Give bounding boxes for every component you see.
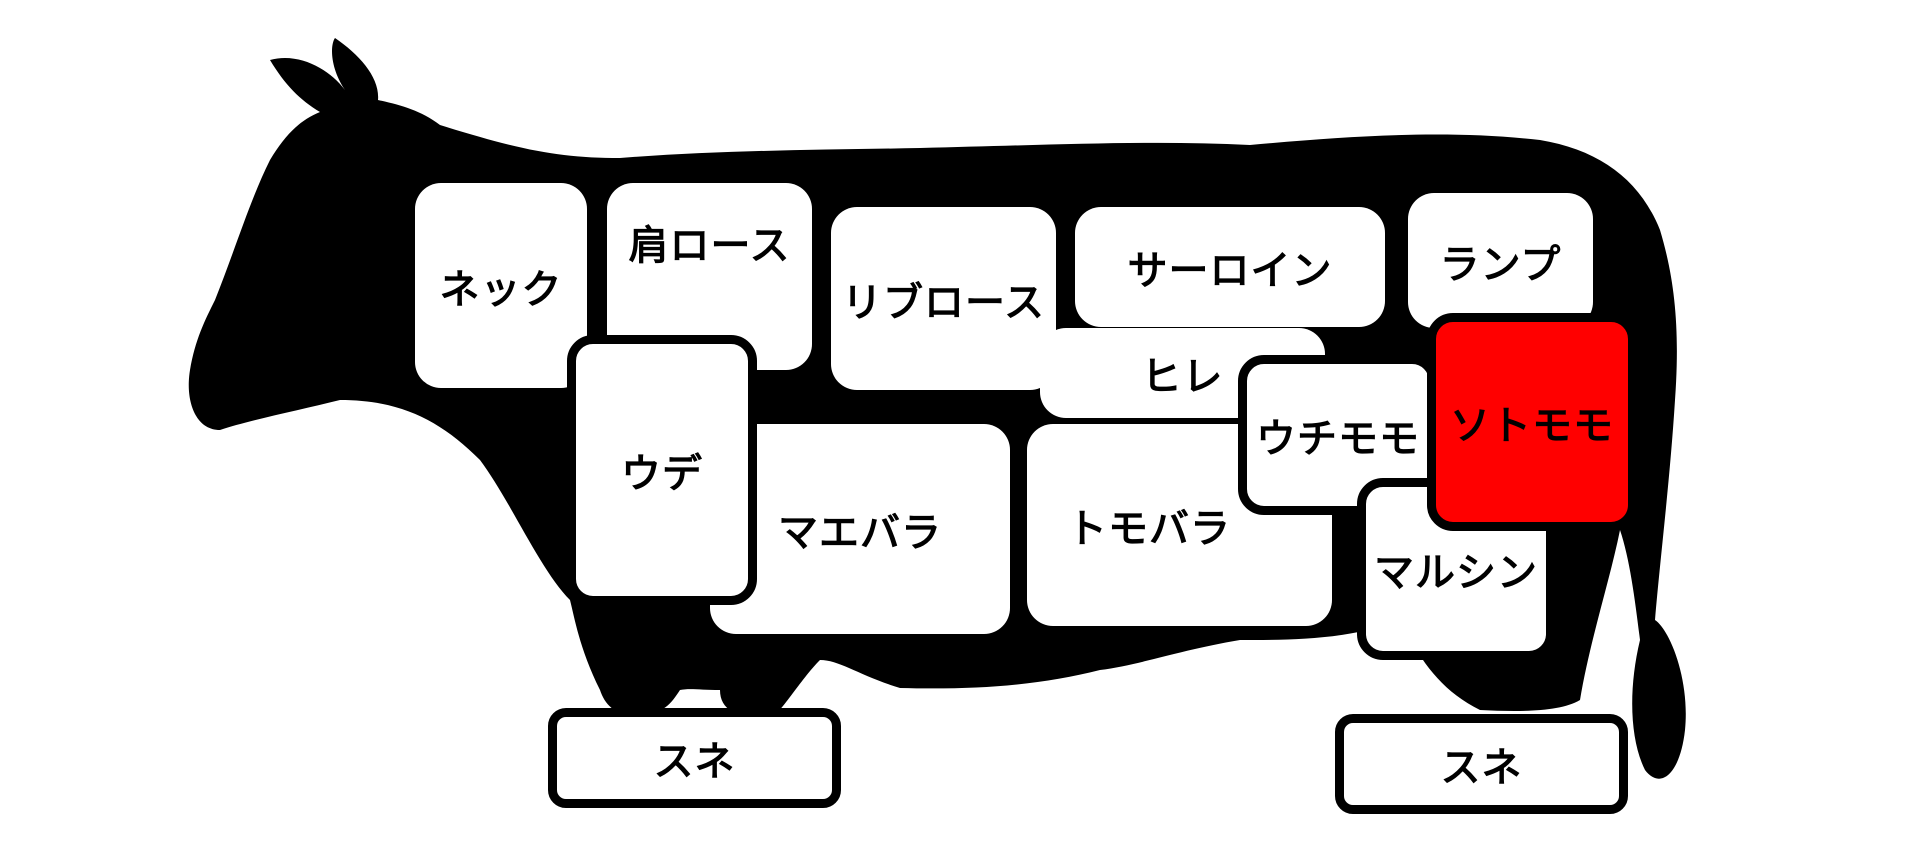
cut-rump[interactable]: ランプ <box>1408 193 1593 328</box>
cut-rump-label: ランプ <box>1439 241 1562 288</box>
cut-sune-rear[interactable]: スネ <box>1335 714 1628 814</box>
cut-mae-bara[interactable]: マエバラ <box>710 424 1010 634</box>
cut-neck[interactable]: ネック <box>415 183 587 388</box>
cut-sirloin-label: サーロイン <box>1127 248 1333 294</box>
cut-marushin-label: マルシン <box>1374 550 1538 596</box>
cut-sirloin[interactable]: サーロイン <box>1075 207 1385 327</box>
cut-hire-label: ヒレ <box>1141 354 1224 400</box>
cut-rib-loin-label: リブロース <box>842 279 1045 326</box>
cut-mae-bara-label: マエバラ <box>778 510 942 556</box>
cut-sune-rear-label: スネ <box>1440 745 1523 791</box>
cut-soto-momo-label: ソトモモ <box>1450 403 1614 449</box>
cut-soto-momo[interactable]: ソトモモ <box>1427 313 1637 531</box>
cut-sune-front-label: スネ <box>653 739 736 785</box>
cut-rib-loin[interactable]: リブロース <box>831 207 1056 390</box>
cut-kata-loin-label: 肩ロース <box>628 223 791 269</box>
cut-tomo-bara-label: トモバラ <box>1067 506 1231 552</box>
cut-sune-front[interactable]: スネ <box>548 708 841 808</box>
cut-neck-label: ネック <box>439 266 563 313</box>
cut-uchi-momo-label: ウチモモ <box>1256 416 1420 462</box>
cut-ude[interactable]: ウデ <box>567 335 757 605</box>
cut-ude-label: ウデ <box>621 451 703 497</box>
